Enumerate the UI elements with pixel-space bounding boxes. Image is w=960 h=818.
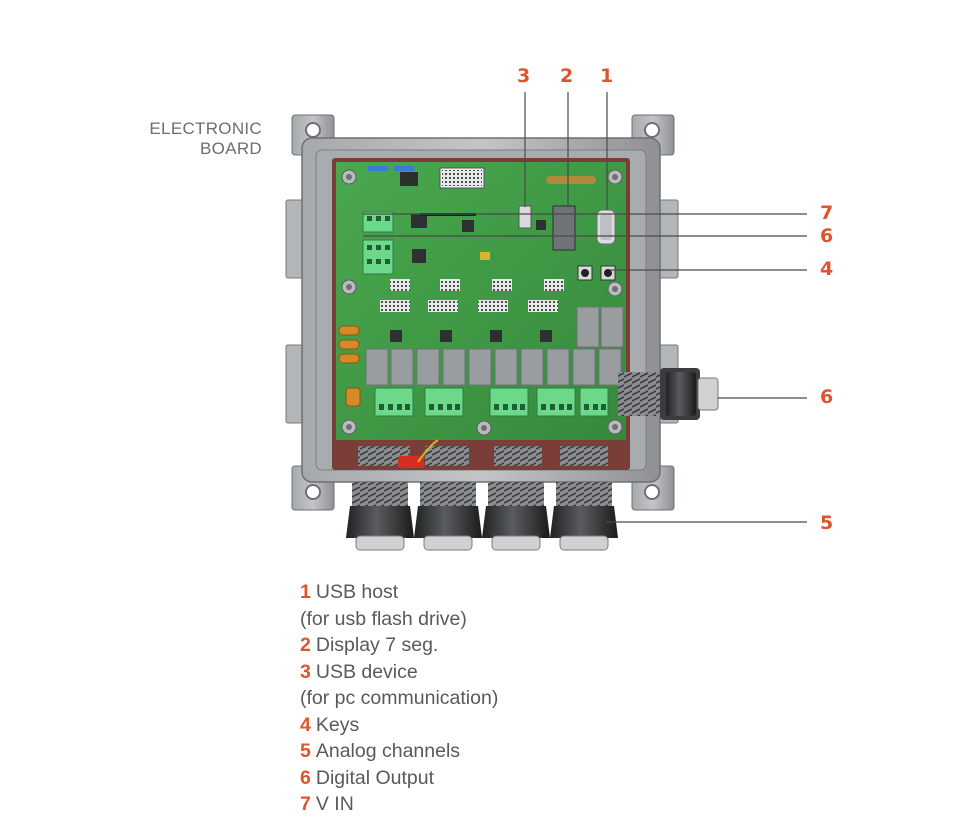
legend-text: (for usb flash drive) [300,607,467,630]
legend-number: 3 [300,660,311,683]
v-in-terminal [362,211,394,233]
callout-6-digital-output: 6 [820,386,834,408]
callout-2: 2 [560,65,574,87]
digital-output-gland [618,368,719,420]
analog-channel-glands [346,482,618,551]
legend-number: 6 [300,766,311,789]
legend-item: (for usb flash drive) [300,606,720,633]
terminal-block [362,239,394,275]
callout-7: 7 [820,202,834,224]
pin-headers [380,279,564,312]
legend-item: (for pc communication) [300,685,720,712]
legend-number: 5 [300,740,311,762]
usb-device-connector [518,205,532,229]
board-title: ELECTRONIC BOARD [118,119,262,159]
callout-1: 1 [600,65,614,87]
legend-number: 1 [300,581,311,603]
inductors [338,325,361,407]
callout-3: 3 [517,65,531,87]
legend-number: 2 [300,634,311,656]
internal-threads [358,439,608,468]
leader-lines [363,92,807,523]
keys [577,265,616,281]
legend-text: Analog channels [315,740,461,762]
legend-text: USB device [315,660,418,683]
display-7-seg [552,205,576,251]
legend-text: (for pc communication) [300,687,499,709]
callout-6-digital-input: 6 [820,225,834,247]
terminal-blocks [374,387,609,417]
board-title-line-2: BOARD [200,139,262,158]
board-screws [341,169,623,436]
board-title-line-1: ELECTRONIC [149,119,262,138]
legend-text: V IN [315,793,354,815]
jumper-headers [368,166,485,189]
legend-number: 7 [300,793,311,815]
legend-text: Display 7 seg. [315,634,439,656]
legend-text: Keys [315,713,360,736]
legend-text: Digital Output [315,766,435,789]
callout-4: 4 [820,258,834,280]
relays [365,306,624,386]
callout-5: 5 [820,512,834,534]
legend-number: 4 [300,713,311,736]
legend-text: USB host [315,581,399,603]
